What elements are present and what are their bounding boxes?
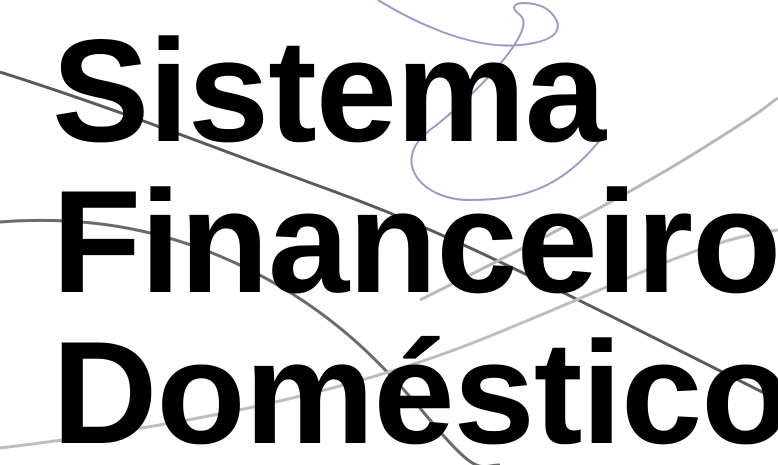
light-curve-upper bbox=[419, 96, 778, 302]
blue-curve-loop bbox=[377, 0, 601, 202]
title-line-1: Sistema bbox=[52, 9, 606, 172]
light-curve-bottom bbox=[0, 228, 778, 450]
title-line-2: Financeiro bbox=[52, 160, 778, 323]
title-line-3: Doméstico bbox=[52, 311, 778, 465]
dark-curve-diagonal bbox=[0, 70, 778, 402]
dark-curve-lower bbox=[0, 218, 500, 465]
